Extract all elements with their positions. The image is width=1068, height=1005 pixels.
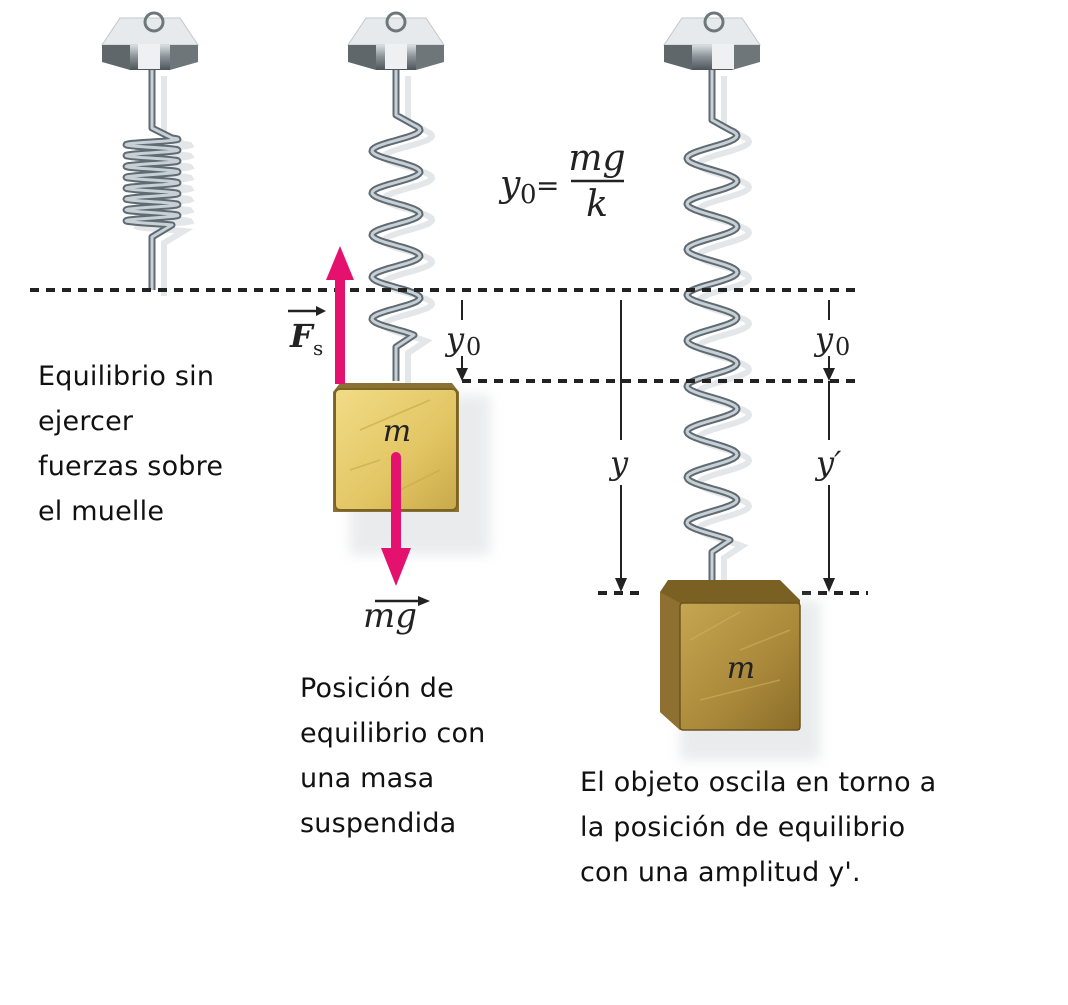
- spring-shadow: [695, 76, 753, 586]
- y-prime-symbol-panel-3: y′: [814, 444, 842, 482]
- y0-symbol-panel-2: y: [444, 320, 465, 358]
- y-dimension-panel-3: y: [608, 300, 629, 592]
- spring-2-stretched: [368, 70, 436, 387]
- spring-force-subscript: s: [313, 336, 323, 360]
- caption-panel-3: El objeto oscila en torno a la posición …: [580, 767, 937, 888]
- spring-force-symbol: F: [289, 317, 315, 355]
- caption-panel-1: Equilibrio sin ejercer fuerzas sobre el …: [38, 361, 224, 527]
- y-prime-dimension-panel-3: y′: [814, 381, 842, 592]
- spring-coil-highlight: [124, 70, 180, 290]
- spring-coil-highlight: [685, 70, 739, 580]
- block-mass-2: [333, 383, 459, 512]
- weight-label: mg: [363, 596, 430, 636]
- y0-dimension-panel-3: y 0: [813, 300, 850, 381]
- mount-1-icon: [101, 11, 199, 70]
- y0-subscript-panel-3: 0: [835, 333, 850, 361]
- spring-force-arrow: [326, 246, 354, 384]
- block-mass-3: [660, 580, 801, 731]
- mount-3-icon: [663, 11, 761, 70]
- y0-symbol-panel-3: y: [813, 320, 834, 358]
- formula-y: y: [498, 164, 521, 205]
- spring-1-compact: [122, 70, 195, 296]
- weight-force-arrow: [381, 452, 411, 586]
- spring-coil-highlight: [370, 70, 422, 381]
- formula-numerator: mg: [568, 138, 625, 179]
- block-3-mass-label: m: [727, 651, 755, 686]
- y0-subscript-panel-2: 0: [466, 333, 481, 361]
- weight-symbol: mg: [363, 596, 417, 636]
- formula-equals: =: [536, 169, 559, 202]
- spring-force-label: F s: [288, 306, 326, 360]
- formula-denominator: k: [586, 184, 608, 225]
- formula-subscript: 0: [520, 180, 537, 210]
- spring-3-oscillating: [683, 70, 753, 586]
- y0-dimension-panel-2: y 0: [444, 300, 481, 381]
- mount-2-icon: [347, 11, 445, 70]
- y-symbol-panel-3: y: [608, 444, 629, 482]
- caption-panel-2: Posición de equilibrio con una masa susp…: [300, 673, 486, 839]
- block-2-mass-label: m: [383, 414, 411, 449]
- equilibrium-formula: y 0 = mg k: [498, 138, 626, 225]
